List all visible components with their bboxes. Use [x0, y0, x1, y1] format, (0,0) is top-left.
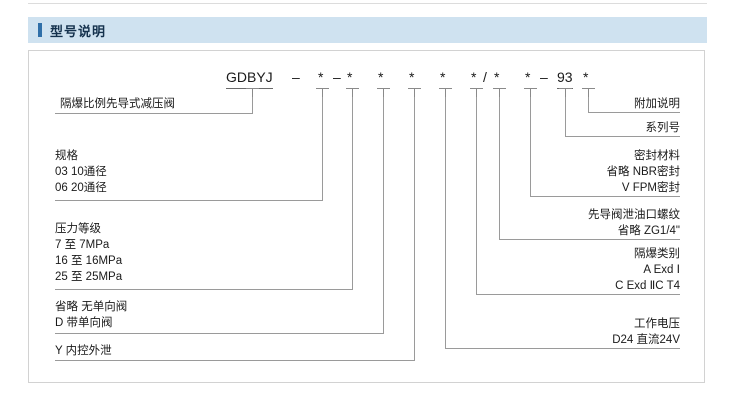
leader-check-valve-h: [55, 333, 384, 334]
label-check-valve: 省略 无单向阀 D 带单向阀: [55, 299, 127, 331]
tick-pressure: [352, 88, 353, 97]
label-seal-material: 密封材料 省略 NBR密封 V FPM密封: [480, 148, 680, 196]
leader-check-valve-v: [383, 97, 384, 334]
label-internal-control-row-0: Y 内控外泄: [55, 345, 112, 357]
leader-additional-note-v: [588, 97, 589, 113]
label-explosion-class-row-2: C Exd ⅡC T4: [615, 280, 680, 292]
leader-additional-note-h: [588, 112, 680, 113]
leader-pilot-thread-v: [499, 97, 500, 240]
label-check-valve-row-0: 省略 无单向阀: [55, 301, 128, 313]
tick-internal-control: [414, 88, 415, 97]
tickcap-10: [559, 88, 572, 89]
label-pilot-thread-row-0: 先导阀泄油口螺纹: [588, 209, 680, 221]
label-pressure-row-2: 16 至 16MPa: [55, 255, 123, 267]
tick-voltage: [445, 88, 446, 97]
leader-specification-v: [322, 97, 323, 201]
label-explosion-proof-class: 隔爆类别 A Exd Ⅰ C Exd ⅡC T4: [470, 246, 680, 294]
label-specification-row-0: 规格: [55, 150, 78, 162]
label-product-name: 隔爆比例先导式减压阀: [60, 96, 175, 112]
leader-product-name-v: [252, 97, 253, 114]
tickcap-8: [493, 88, 506, 89]
tick-seal-material: [530, 88, 531, 97]
label-voltage-row-0: 工作电压: [634, 318, 680, 330]
code-star-4: *: [409, 68, 415, 89]
leader-voltage-h: [445, 348, 680, 349]
label-check-valve-row-1: D 带单向阀: [55, 317, 113, 329]
label-additional-note-row-0: 附加说明: [634, 98, 680, 110]
leader-internal-control-h: [55, 360, 415, 361]
leader-explosion-class-h: [476, 294, 680, 295]
tick-additional-note: [588, 88, 589, 97]
tick-specification: [322, 88, 323, 97]
leader-voltage-v: [445, 97, 446, 349]
code-dash-1: –: [292, 69, 300, 85]
leader-seal-material-v: [530, 97, 531, 197]
label-product-name-row-0: 隔爆比例先导式减压阀: [60, 98, 175, 110]
diagram-card: [28, 50, 705, 383]
code-model: GDBYJ: [226, 68, 273, 89]
label-seal-material-row-1: 省略 NBR密封: [606, 166, 680, 178]
label-additional-note: 附加说明: [480, 96, 680, 112]
tickcap-7: [470, 88, 483, 89]
code-star-6: *: [471, 68, 477, 89]
leader-seal-material-h: [530, 196, 680, 197]
code-dash-3: –: [540, 69, 548, 85]
tickcap-6: [439, 88, 452, 89]
label-pressure-row-3: 25 至 25MPa: [55, 271, 123, 283]
tickcap-3: [346, 88, 359, 89]
code-star-7: *: [494, 68, 500, 89]
code-star-1: *: [318, 68, 324, 89]
tickcap-1: [246, 88, 259, 89]
label-specification-row-2: 06 20通径: [55, 182, 107, 194]
tickcap-2: [316, 88, 329, 89]
label-pilot-thread-row-1: 省略 ZG1/4": [617, 225, 680, 237]
code-star-8: *: [525, 68, 531, 89]
tick-series-number: [565, 88, 566, 97]
label-specification: 规格 03 10通径 06 20通径: [55, 148, 107, 196]
code-star-5: *: [440, 68, 446, 89]
leader-product-name-h: [55, 113, 253, 114]
label-explosion-class-row-1: A Exd Ⅰ: [643, 264, 680, 276]
code-slash: /: [483, 69, 487, 85]
leader-internal-control-v: [414, 97, 415, 361]
code-star-9: *: [583, 68, 589, 89]
tick-check-valve: [383, 88, 384, 97]
code-series-93: 93: [557, 68, 573, 89]
leader-series-number-v: [565, 97, 566, 137]
model-code-line: GDBYJ – * – * * * * * / * * – 93 *: [0, 68, 735, 90]
label-pressure-row-1: 7 至 7MPa: [55, 239, 110, 251]
code-star-2: *: [347, 68, 353, 89]
section-accent-bar: [38, 23, 42, 37]
section-header: 型号说明: [28, 17, 707, 43]
label-voltage-row-1: D24 直流24V: [612, 334, 680, 346]
label-pilot-drain-thread: 先导阀泄油口螺纹 省略 ZG1/4": [470, 207, 680, 239]
code-star-3: *: [378, 68, 384, 89]
tickcap-9: [524, 88, 537, 89]
tick-explosion-class: [476, 88, 477, 97]
tickcap-11: [582, 88, 595, 89]
label-seal-material-row-0: 密封材料: [634, 150, 680, 162]
leader-series-number-h: [565, 136, 680, 137]
tickcap-4: [377, 88, 390, 89]
tick-pilot-thread: [499, 88, 500, 97]
label-series-number-row-0: 系列号: [645, 122, 681, 134]
label-specification-row-1: 03 10通径: [55, 166, 107, 178]
leader-pressure-v: [352, 97, 353, 290]
tick-product-name: [252, 88, 253, 97]
code-dash-2: –: [333, 69, 341, 85]
label-seal-material-row-2: V FPM密封: [621, 182, 680, 194]
leader-explosion-class-v: [476, 97, 477, 295]
label-pressure-rating: 压力等级 7 至 7MPa 16 至 16MPa 25 至 25MPa: [55, 221, 122, 285]
label-explosion-class-row-0: 隔爆类别: [634, 248, 680, 260]
section-title: 型号说明: [50, 23, 107, 39]
label-series-number: 系列号: [480, 120, 681, 136]
label-internal-control: Y 内控外泄: [55, 343, 112, 359]
leader-specification-h: [55, 200, 323, 201]
leader-pressure-h: [55, 289, 353, 290]
top-divider: [28, 3, 707, 4]
tickcap-5: [408, 88, 421, 89]
label-working-voltage: 工作电压 D24 直流24V: [470, 316, 680, 348]
label-pressure-row-0: 压力等级: [55, 223, 101, 235]
leader-pilot-thread-h: [499, 239, 680, 240]
